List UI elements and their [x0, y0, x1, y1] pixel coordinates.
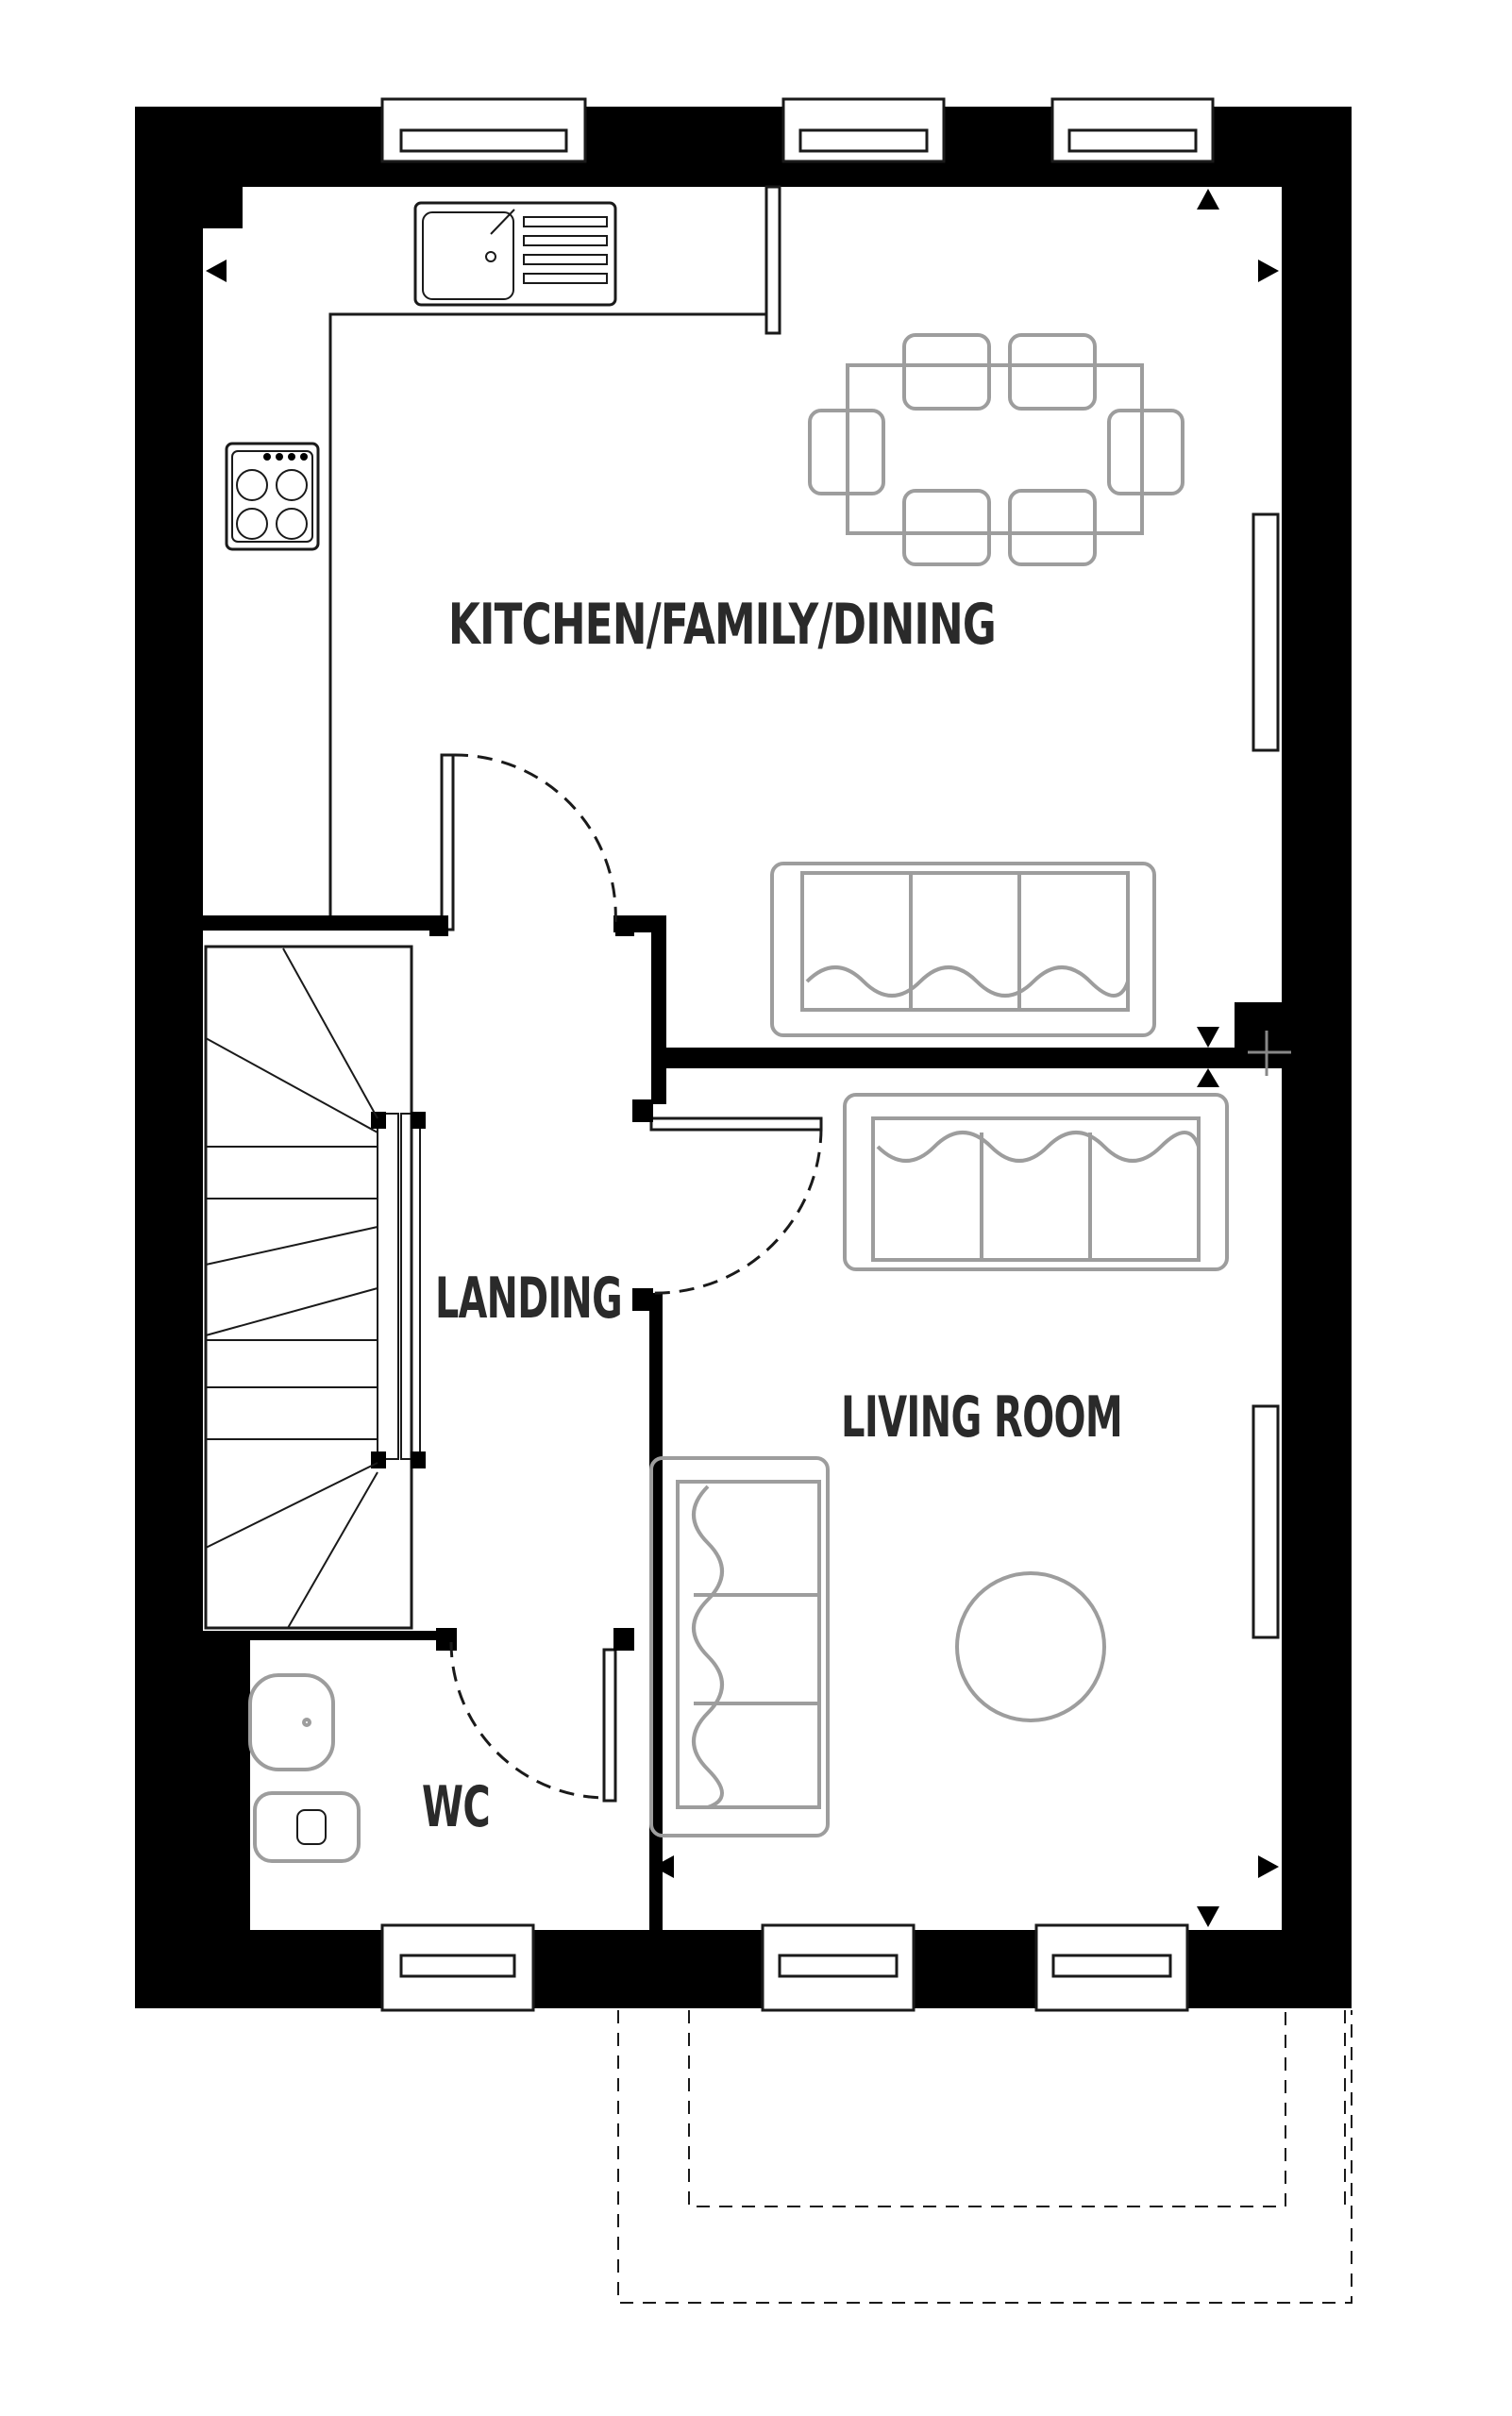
arrow-marker: [1258, 1855, 1279, 1878]
arrow-marker: [1197, 1027, 1219, 1048]
door-wc: [436, 1628, 634, 1803]
door-living: [632, 1099, 823, 1311]
arrow-marker: [206, 260, 227, 282]
wall-landing-right-upper: [651, 915, 666, 1104]
room-label-wc: WC: [422, 1774, 490, 1840]
window-right-kitchen: [1252, 512, 1280, 752]
dashed-outline-inner: [688, 2010, 1286, 2207]
window-bottom-1: [380, 1923, 535, 2012]
staircase: [204, 945, 426, 1630]
kitchen-worktop: [328, 312, 766, 915]
wall-wc-left: [203, 1640, 250, 1883]
basin-icon: [248, 1673, 335, 1771]
room-label-landing: LANDING: [435, 1266, 622, 1332]
sink-icon: [413, 201, 617, 307]
wall-kitchen-living: [651, 1048, 1282, 1068]
window-top-3: [1050, 97, 1215, 163]
room-label-living: LIVING ROOM: [841, 1384, 1122, 1451]
wall-stairs-bottom: [203, 1631, 448, 1640]
wall-pier: [1235, 1002, 1282, 1068]
window-top-1: [380, 97, 587, 163]
arrow-marker: [653, 1855, 674, 1878]
sofa-kitchen-icon: [770, 862, 1156, 1037]
crosshair-icon: [1248, 1031, 1291, 1076]
wall-corner-bottom-left: [203, 1883, 250, 1930]
arrow-marker: [1197, 1906, 1219, 1927]
kitchen-worktop-end: [764, 185, 781, 335]
door-kitchen: [429, 753, 634, 936]
toilet-icon: [253, 1791, 361, 1863]
wall-corner-top-left: [203, 187, 243, 228]
window-top-2: [781, 97, 946, 163]
room-label-kitchen: KITCHEN/FAMILY/DINING: [448, 592, 996, 658]
window-bottom-3: [1034, 1923, 1189, 2012]
arrow-marker: [1258, 260, 1279, 282]
sofa-living-side-icon: [649, 1456, 830, 1837]
coffee-table-icon: [955, 1571, 1106, 1722]
dashed-outline-outer: [617, 2010, 1352, 2304]
window-right-living: [1252, 1404, 1280, 1639]
arrow-marker: [1197, 189, 1219, 210]
sofa-living-top-icon: [843, 1093, 1229, 1271]
window-bottom-2: [761, 1923, 916, 2012]
hob-icon: [225, 442, 320, 551]
arrow-marker: [1197, 1068, 1219, 1087]
wall-kitchen-landing: [203, 915, 439, 931]
dining-table-icon: [808, 333, 1184, 566]
